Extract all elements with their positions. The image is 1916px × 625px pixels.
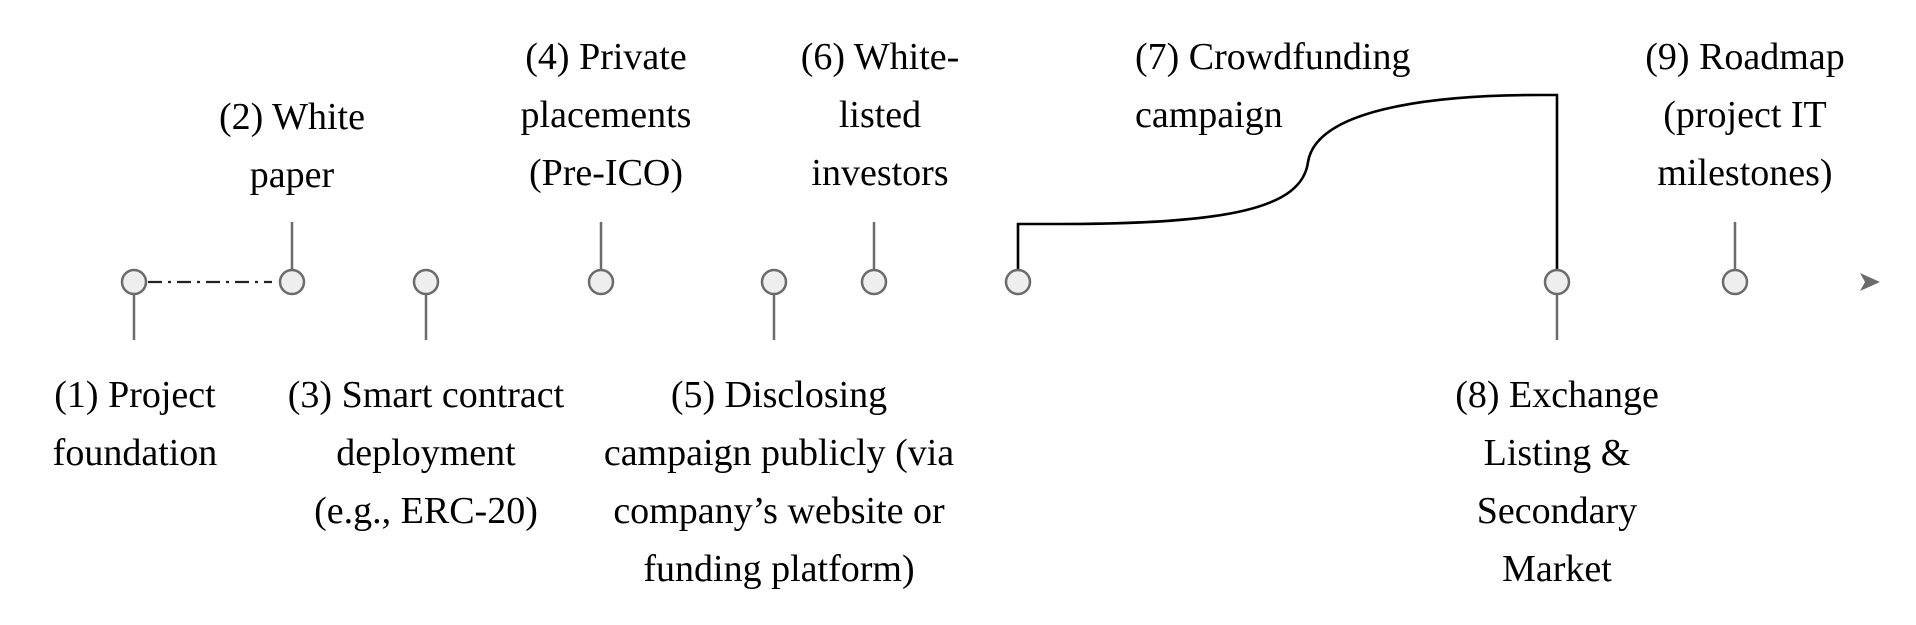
milestone-node-3 [412, 268, 440, 296]
milestone-label-4: (4) Private placements (Pre-ICO) [486, 28, 726, 202]
milestone-7-line-2: campaign [1135, 94, 1283, 136]
milestone-9-line-3: milestones) [1657, 152, 1833, 194]
milestone-4-line-3: (Pre-ICO) [528, 152, 684, 194]
milestone-node-2 [278, 268, 306, 296]
milestone-node-9 [1721, 268, 1749, 296]
milestone-6-line-2: listed [838, 94, 922, 136]
milestone-label-6: (6) White- listed investors [765, 28, 995, 202]
milestone-label-5: (5) Disclosing campaign publicly (via co… [569, 366, 989, 598]
milestone-1-line-1: (1) Project [54, 374, 216, 416]
milestone-3-line-3: (e.g., ERC-20) [314, 490, 538, 532]
milestone-8-line-2: Listing & [1483, 432, 1631, 474]
milestone-9-line-2: (project IT [1663, 94, 1827, 136]
milestone-3-line-2: deployment [336, 432, 516, 474]
milestone-8-line-4: Market [1502, 548, 1612, 590]
milestone-9-line-1: (9) Roadmap [1645, 36, 1845, 78]
milestone-4-line-2: placements [520, 94, 692, 136]
milestone-label-7: (7) Crowdfunding campaign [1135, 28, 1410, 144]
milestone-5-line-4: funding platform) [643, 548, 915, 590]
crowdfunding-campaign-curve [1016, 93, 1559, 270]
milestone-8-line-3: Secondary [1476, 490, 1638, 532]
milestone-label-8: (8) Exchange Listing & Secondary Market [1417, 366, 1697, 598]
milestone-node-1 [120, 268, 148, 296]
milestone-label-2: (2) White paper [192, 88, 392, 204]
timeline-arrowhead [1860, 273, 1880, 291]
milestone-node-8 [1543, 268, 1571, 296]
milestone-3-line-1: (3) Smart contract [287, 374, 565, 416]
milestone-node-7 [1004, 268, 1032, 296]
milestone-2-line-2: paper [249, 154, 335, 196]
milestone-8-line-1: (8) Exchange [1455, 374, 1659, 416]
milestone-7-line-1: (7) Crowdfunding [1135, 36, 1411, 78]
milestone-node-6 [860, 268, 888, 296]
milestone-1-line-2: foundation [52, 432, 218, 474]
milestone-4-line-1: (4) Private [525, 36, 687, 78]
milestone-5-line-2: campaign publicly (via [603, 432, 955, 474]
milestone-5-line-1: (5) Disclosing [670, 374, 888, 416]
milestone-2-line-1: (2) White [219, 96, 365, 138]
milestone-node-5 [760, 268, 788, 296]
milestone-node-4 [587, 268, 615, 296]
milestone-label-3: (3) Smart contract deployment (e.g., ERC… [266, 366, 586, 540]
milestone-6-line-3: investors [811, 152, 949, 194]
milestone-5-line-3: company’s website or [613, 490, 945, 532]
milestone-label-9: (9) Roadmap (project IT milestones) [1615, 28, 1875, 202]
milestone-label-1: (1) Project foundation [20, 366, 250, 482]
milestone-6-line-1: (6) White- [800, 36, 960, 78]
